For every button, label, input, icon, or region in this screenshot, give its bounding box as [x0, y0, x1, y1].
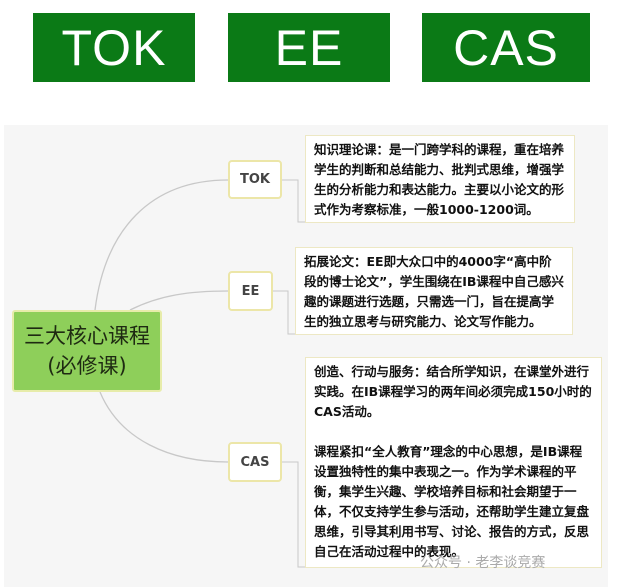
branch-line-cas: [99, 391, 229, 463]
central-topic-title: 三大核心课程: [24, 324, 150, 348]
node-tok: TOK: [228, 160, 282, 199]
bracket-ee: [273, 290, 295, 335]
desc-ee-text: 拓展论文：EE即大众口中的4000字“高中阶段的博士论文”，学生围绕在IB课程中…: [304, 254, 564, 329]
desc-tok-text: 知识理论课：是一门跨学科的课程，重在培养学生的判断和总结能力、批判式思维，增强学…: [314, 142, 565, 217]
banner-cas: CAS: [422, 13, 590, 82]
banner-tok: TOK: [33, 13, 195, 82]
branch-line-ee: [129, 290, 229, 311]
bracket-cas: [282, 461, 305, 568]
branch-line-tok: [94, 179, 229, 311]
node-ee: EE: [228, 271, 273, 311]
desc-tok: 知识理论课：是一门跨学科的课程，重在培养学生的判断和总结能力、批判式思维，增强学…: [305, 135, 575, 223]
desc-cas: 创造、行动与服务：结合所学知识，在课堂外进行实践。在IB课程学习的两年间必须完成…: [305, 357, 602, 568]
bracket-tok: [282, 179, 305, 223]
watermark: 公众号 · 老李谈竞赛: [420, 555, 546, 571]
desc-cas-text-2: 课程紧扣“全人教育”理念的中心思想，是IB课程设置独特性的集中表现之一。作为学术…: [314, 444, 590, 559]
desc-cas-text-1: 创造、行动与服务：结合所学知识，在课堂外进行实践。在IB课程学习的两年间必须完成…: [314, 364, 592, 419]
desc-ee: 拓展论文：EE即大众口中的4000字“高中阶段的博士论文”，学生围绕在IB课程中…: [295, 247, 573, 335]
central-topic: 三大核心课程 (必修课): [12, 310, 162, 392]
banner-ee: EE: [228, 13, 390, 82]
central-topic-subtitle: (必修课): [47, 354, 127, 378]
node-cas: CAS: [228, 442, 282, 482]
